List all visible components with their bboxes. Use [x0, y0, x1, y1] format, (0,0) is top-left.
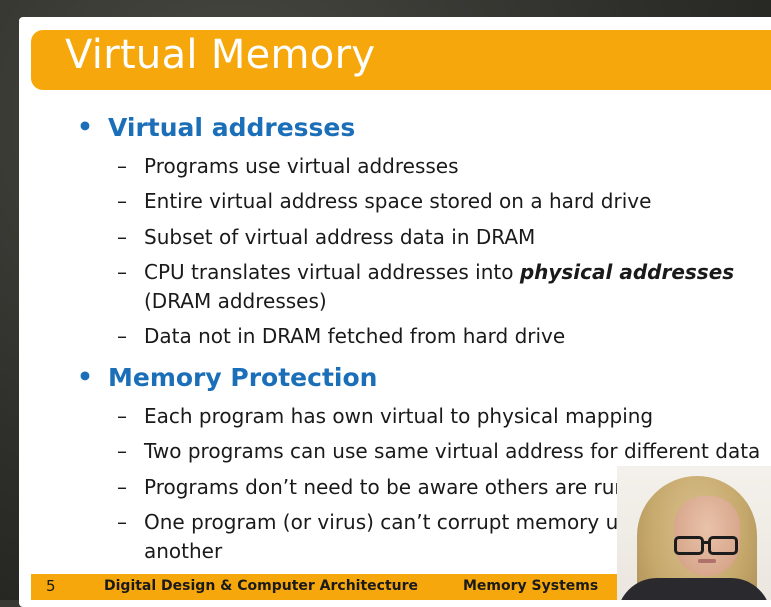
dash-icon: – — [117, 154, 127, 178]
list-item-text: One program (or virus) can’t corrupt mem… — [144, 510, 629, 534]
dash-icon: – — [117, 324, 127, 348]
topic-title: Memory Systems — [463, 578, 599, 594]
physical-addresses-emphasis: physical addresses — [519, 260, 735, 284]
dash-icon: – — [117, 225, 127, 249]
list-item-text: Each program has own virtual to physical… — [144, 404, 654, 428]
section-heading-text: Memory Protection — [108, 363, 378, 392]
list-item-continuation: (DRAM addresses) — [144, 289, 327, 313]
dash-icon: – — [117, 260, 127, 284]
presenter-shoulders — [617, 578, 771, 600]
list-item-text: Subset of virtual address data in DRAM — [144, 225, 536, 249]
list-item-text: CPU translates virtual addresses into ph… — [144, 260, 734, 284]
presenter-face — [674, 496, 740, 576]
course-title: Digital Design & Computer Architecture — [104, 578, 419, 594]
list-item-text: Entire virtual address space stored on a… — [144, 189, 652, 213]
list-item-text: Data not in DRAM fetched from hard drive — [144, 324, 566, 348]
dash-icon: – — [117, 189, 127, 213]
dash-icon: – — [117, 510, 127, 534]
list-item-text: Programs don’t need to be aware others a… — [144, 475, 628, 499]
slide-title: Virtual Memory — [65, 32, 376, 78]
title-bar: Virtual Memory — [31, 30, 771, 90]
glasses-left-icon — [674, 536, 704, 555]
glasses-bridge — [701, 541, 711, 544]
presenter-video-icon — [617, 466, 771, 600]
dash-icon: – — [117, 439, 127, 463]
dash-icon: – — [117, 475, 127, 499]
glasses-right-icon — [708, 536, 738, 555]
bullet-icon: • — [77, 362, 93, 391]
list-item-text: Programs use virtual addresses — [144, 154, 459, 178]
section-heading-text: Virtual addresses — [108, 113, 356, 142]
dash-icon: – — [117, 404, 127, 428]
bullet-icon: • — [77, 112, 93, 141]
presenter-mouth — [698, 559, 716, 563]
list-item-continuation: another — [144, 539, 223, 563]
list-item-text-before: CPU translates virtual addresses into — [144, 260, 520, 284]
slide-number: 5 — [46, 577, 56, 595]
list-item-text: Two programs can use same virtual addres… — [144, 439, 761, 463]
